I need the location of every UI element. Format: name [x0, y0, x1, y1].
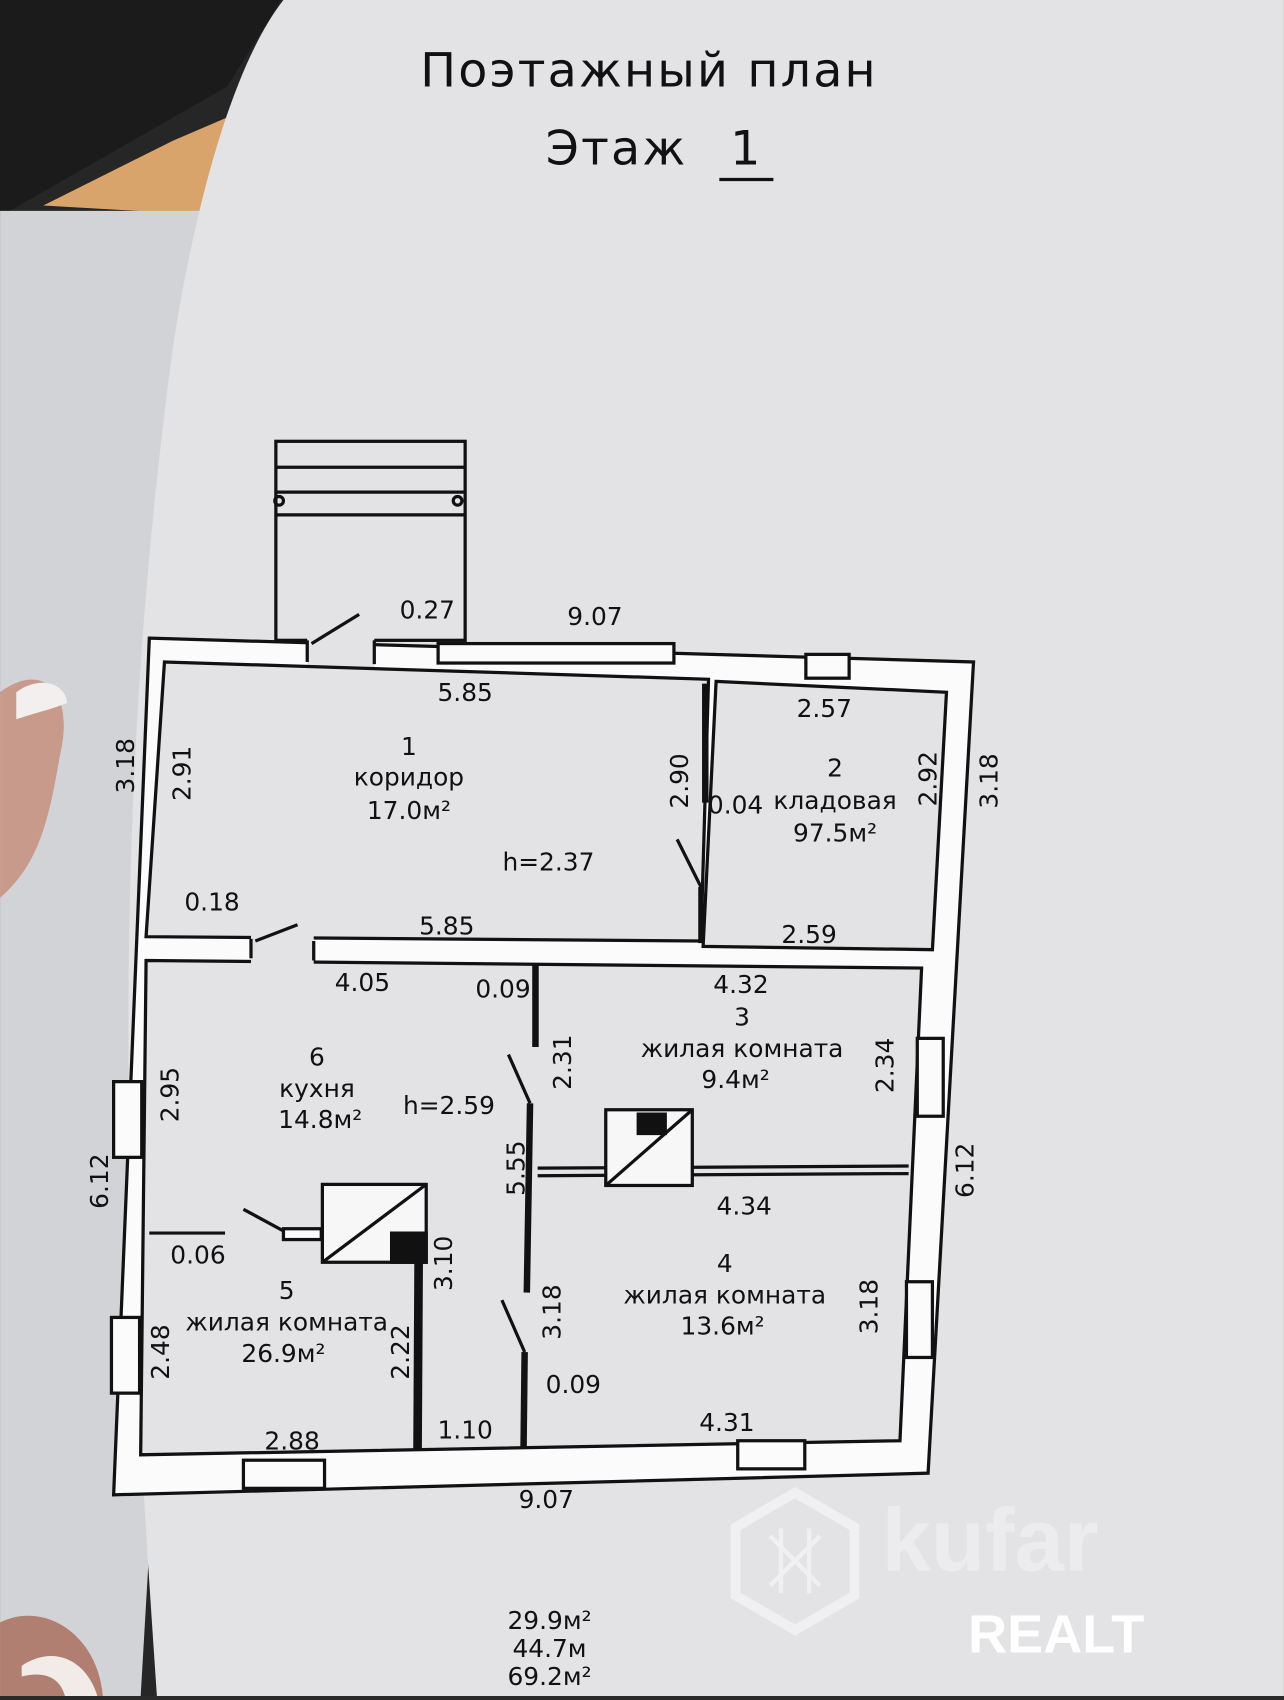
room-number: 2	[827, 754, 843, 783]
room-name: жилая комната	[623, 1280, 826, 1309]
room-area: 9.4м²	[701, 1065, 769, 1094]
dimension: 5.85	[419, 912, 474, 941]
dimension: 3.18	[111, 738, 140, 793]
watermark-brand: kufar	[882, 1491, 1099, 1590]
dimension: 2.91	[167, 746, 196, 801]
dimension: 3.10	[429, 1236, 458, 1291]
dimension: 9.07	[519, 1485, 574, 1514]
dimension: 0.04	[708, 790, 763, 819]
dimension: 4.32	[713, 970, 768, 999]
dimension: 3.18	[854, 1279, 883, 1334]
windows	[109, 641, 945, 1490]
ceiling-height: h=2.59	[403, 1091, 495, 1120]
room-label-5: 5 жилая комната 26.9м²	[185, 1276, 388, 1368]
room-name: кладовая	[773, 786, 896, 815]
room-label-2: 2 кладовая 97.5м²	[773, 754, 896, 848]
watermark-sub: REALT	[968, 1605, 1144, 1665]
dimension: 2.90	[665, 753, 694, 808]
ceiling-height: h=2.37	[502, 848, 594, 877]
floor-label: Этаж	[546, 121, 688, 176]
kufar-logo-icon	[730, 1487, 860, 1636]
dimension: 5.85	[437, 678, 492, 707]
dimension: 5.55	[502, 1140, 531, 1195]
total-area: 69.2м²	[507, 1662, 591, 1691]
room-storage	[701, 679, 949, 952]
dimension: 2.34	[870, 1038, 899, 1093]
dimension: 3.18	[974, 753, 1003, 808]
dimension: 0.18	[184, 888, 239, 917]
kufar-realt-watermark: kufar REALT	[730, 1487, 1144, 1665]
room-area: 97.5м²	[793, 819, 877, 848]
room-name: коридор	[354, 762, 464, 791]
floor-number: 1	[730, 121, 762, 176]
total-living-area: 29.9м²	[507, 1606, 591, 1635]
dimension: 1.10	[437, 1416, 492, 1445]
dimension: 0.09	[475, 974, 530, 1003]
room-label-4: 4 жилая комната 13.6м²	[623, 1249, 826, 1341]
finger	[0, 679, 64, 898]
room-labels: 1 коридор 17.0м² 2 кладовая 97.5м² 3 жил…	[185, 732, 896, 1368]
dimension: 2.95	[156, 1067, 185, 1122]
room-number: 3	[734, 1002, 750, 1031]
room-name: жилая комната	[641, 1034, 844, 1063]
room-label-3: 3 жилая комната 9.4м²	[641, 1002, 844, 1094]
floor-plan-drawing	[109, 439, 976, 1497]
dimension: 6.12	[951, 1143, 980, 1198]
room-name: жилая комната	[185, 1307, 388, 1336]
room-number: 5	[279, 1276, 295, 1305]
dimension: 0.06	[170, 1240, 225, 1269]
dimension: 2.57	[797, 694, 852, 723]
room-label-6: 6 кухня 14.8м²	[278, 1042, 362, 1134]
entrance-door	[310, 612, 361, 645]
dimension: 0.27	[400, 596, 455, 625]
room-area: 14.8м²	[278, 1105, 362, 1134]
area-totals: 29.9м² 44.7м 69.2м²	[507, 1606, 591, 1691]
dimension: 2.48	[146, 1324, 175, 1379]
room-number: 6	[309, 1042, 325, 1071]
total-auxiliary-area: 44.7м	[512, 1634, 586, 1663]
dimension: 4.05	[335, 968, 390, 997]
dimension: 2.88	[264, 1426, 319, 1455]
room-number: 1	[401, 732, 417, 761]
dimension: 2.92	[914, 751, 943, 806]
plan-title: Поэтажный план	[420, 44, 878, 99]
dimension: 2.22	[386, 1324, 415, 1379]
dimension: 2.31	[548, 1034, 577, 1089]
room-number: 4	[717, 1249, 733, 1278]
dimension: 3.18	[537, 1284, 566, 1339]
room-area: 17.0м²	[367, 796, 451, 825]
dimension: 9.07	[567, 602, 622, 631]
room-area: 26.9м²	[241, 1339, 325, 1368]
room-name: кухня	[279, 1074, 355, 1103]
orange-surface	[43, 108, 249, 217]
dimension: 4.31	[699, 1408, 754, 1437]
dimension: 4.34	[717, 1192, 772, 1221]
dimension: 6.12	[85, 1153, 114, 1208]
dimensions: 0.27 9.07 5.85 2.57 3.18 2.91 2.90 0.04 …	[85, 596, 1003, 1514]
dimension: 0.09	[546, 1370, 601, 1399]
snowflake-icon	[768, 1528, 822, 1594]
room-area: 13.6м²	[681, 1312, 765, 1341]
dimension: 2.59	[781, 920, 836, 949]
room-label-1: 1 коридор 17.0м²	[354, 732, 464, 825]
